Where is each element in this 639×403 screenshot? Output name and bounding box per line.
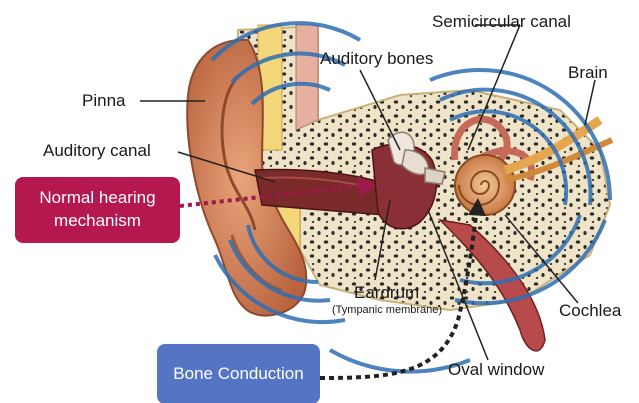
- normal-hearing-line1: Normal hearing: [39, 187, 155, 210]
- label-brain: Brain: [568, 64, 608, 81]
- normal-hearing-line2: mechanism: [54, 210, 141, 233]
- label-auditory-canal: Auditory canal: [43, 142, 151, 159]
- normal-hearing-callout: Normal hearing mechanism: [15, 177, 180, 243]
- label-tympanic-membrane: (Tympanic membrane): [332, 305, 442, 316]
- label-semicircular-canal: Semicircular canal: [432, 13, 571, 30]
- label-eardrum: Eardrum: [354, 284, 419, 301]
- label-pinna: Pinna: [82, 92, 125, 109]
- cochlea-shape: [455, 155, 515, 215]
- label-oval-window: Oval window: [448, 361, 544, 378]
- bone-conduction-callout: Bone Conduction: [157, 344, 320, 403]
- label-auditory-bones: Auditory bones: [320, 50, 433, 67]
- label-cochlea: Cochlea: [559, 302, 621, 319]
- bone-conduction-label: Bone Conduction: [173, 364, 303, 384]
